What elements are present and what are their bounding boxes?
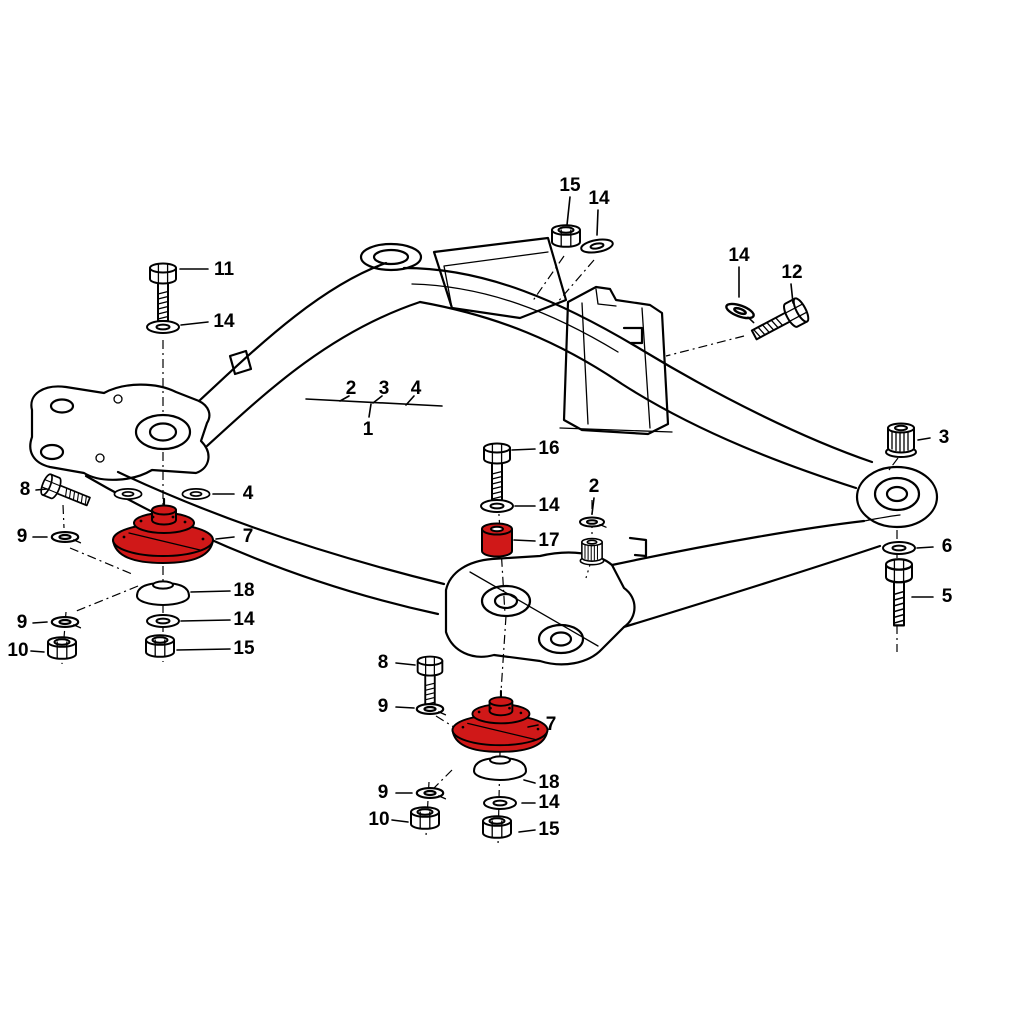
part-callout-15: 15 [538, 819, 560, 840]
part-callout-7: 7 [242, 526, 254, 547]
washer-4-a [113, 488, 143, 500]
mount-7-left [111, 497, 215, 565]
washer-14-left-bottom [146, 614, 180, 628]
part-callout-11: 11 [213, 259, 235, 280]
buffer-18-bottom [473, 755, 527, 781]
bolt-16 [483, 442, 511, 502]
bolt-11 [149, 262, 177, 322]
nut-10-left [47, 636, 77, 660]
part-callout-14: 14 [588, 188, 610, 209]
washer-6 [882, 541, 916, 555]
washer-14-left-top [146, 320, 180, 334]
part-callout-18: 18 [233, 580, 255, 601]
subframe-body [29, 236, 939, 666]
part-callout-2: 2 [588, 476, 600, 497]
part-callout-8: 8 [19, 479, 31, 500]
part-callout-10: 10 [368, 809, 390, 830]
part-callout-9: 9 [16, 612, 28, 633]
nut-15-top [551, 224, 581, 248]
part-callout-2: 2 [345, 378, 357, 399]
nut-15-left [145, 634, 175, 658]
spring-washer-9-bottom-bottom [415, 786, 447, 800]
part-callout-16: 16 [538, 438, 560, 459]
part-callout-9: 9 [377, 782, 389, 803]
washer-14-top [579, 236, 615, 256]
part-callout-12: 12 [781, 262, 803, 283]
part-callout-3: 3 [378, 378, 390, 399]
serrated-nut-2 [579, 537, 605, 566]
mount-7-bottom [451, 690, 549, 753]
part-callout-8: 8 [377, 652, 389, 673]
spring-washer-2 [579, 516, 607, 529]
spring-washer-9-left-top [50, 530, 82, 544]
part-callout-14: 14 [233, 609, 255, 630]
part-callout-18: 18 [538, 772, 560, 793]
bolt-8-left [38, 472, 94, 513]
leader-lines [30, 196, 934, 833]
part-callout-14: 14 [728, 245, 750, 266]
washer-14-bottom [483, 796, 517, 810]
part-callout-15: 15 [559, 175, 581, 196]
part-callout-9: 9 [16, 526, 28, 547]
washer-14-center [480, 499, 514, 513]
part-callout-4: 4 [242, 483, 254, 504]
part-callout-4: 4 [410, 378, 422, 399]
nut-10-bottom [410, 806, 440, 830]
part-callout-5: 5 [941, 586, 953, 607]
washer-4-b [181, 488, 211, 500]
bolt-12 [747, 295, 813, 348]
part-callout-10: 10 [7, 640, 29, 661]
part-callout-15: 15 [233, 638, 255, 659]
bushing-17 [481, 522, 513, 558]
serrated-nut-3 [885, 422, 917, 458]
part-callout-14: 14 [538, 495, 560, 516]
part-callout-17: 17 [538, 530, 560, 551]
part-callout-14: 14 [538, 792, 560, 813]
spring-washer-14-upper-right [723, 299, 759, 324]
buffer-18-left [136, 580, 190, 606]
part-callout-6: 6 [941, 536, 953, 557]
spring-washer-9-bottom-top [415, 702, 447, 716]
spring-washer-9-left-bottom [50, 615, 82, 629]
part-callout-14: 14 [213, 311, 235, 332]
nut-15-bottom [482, 815, 512, 839]
bolt-5 [884, 558, 914, 627]
part-callout-7: 7 [545, 714, 557, 735]
part-callout-9: 9 [377, 696, 389, 717]
part-callout-1: 1 [362, 419, 374, 440]
part-callout-3: 3 [938, 427, 950, 448]
